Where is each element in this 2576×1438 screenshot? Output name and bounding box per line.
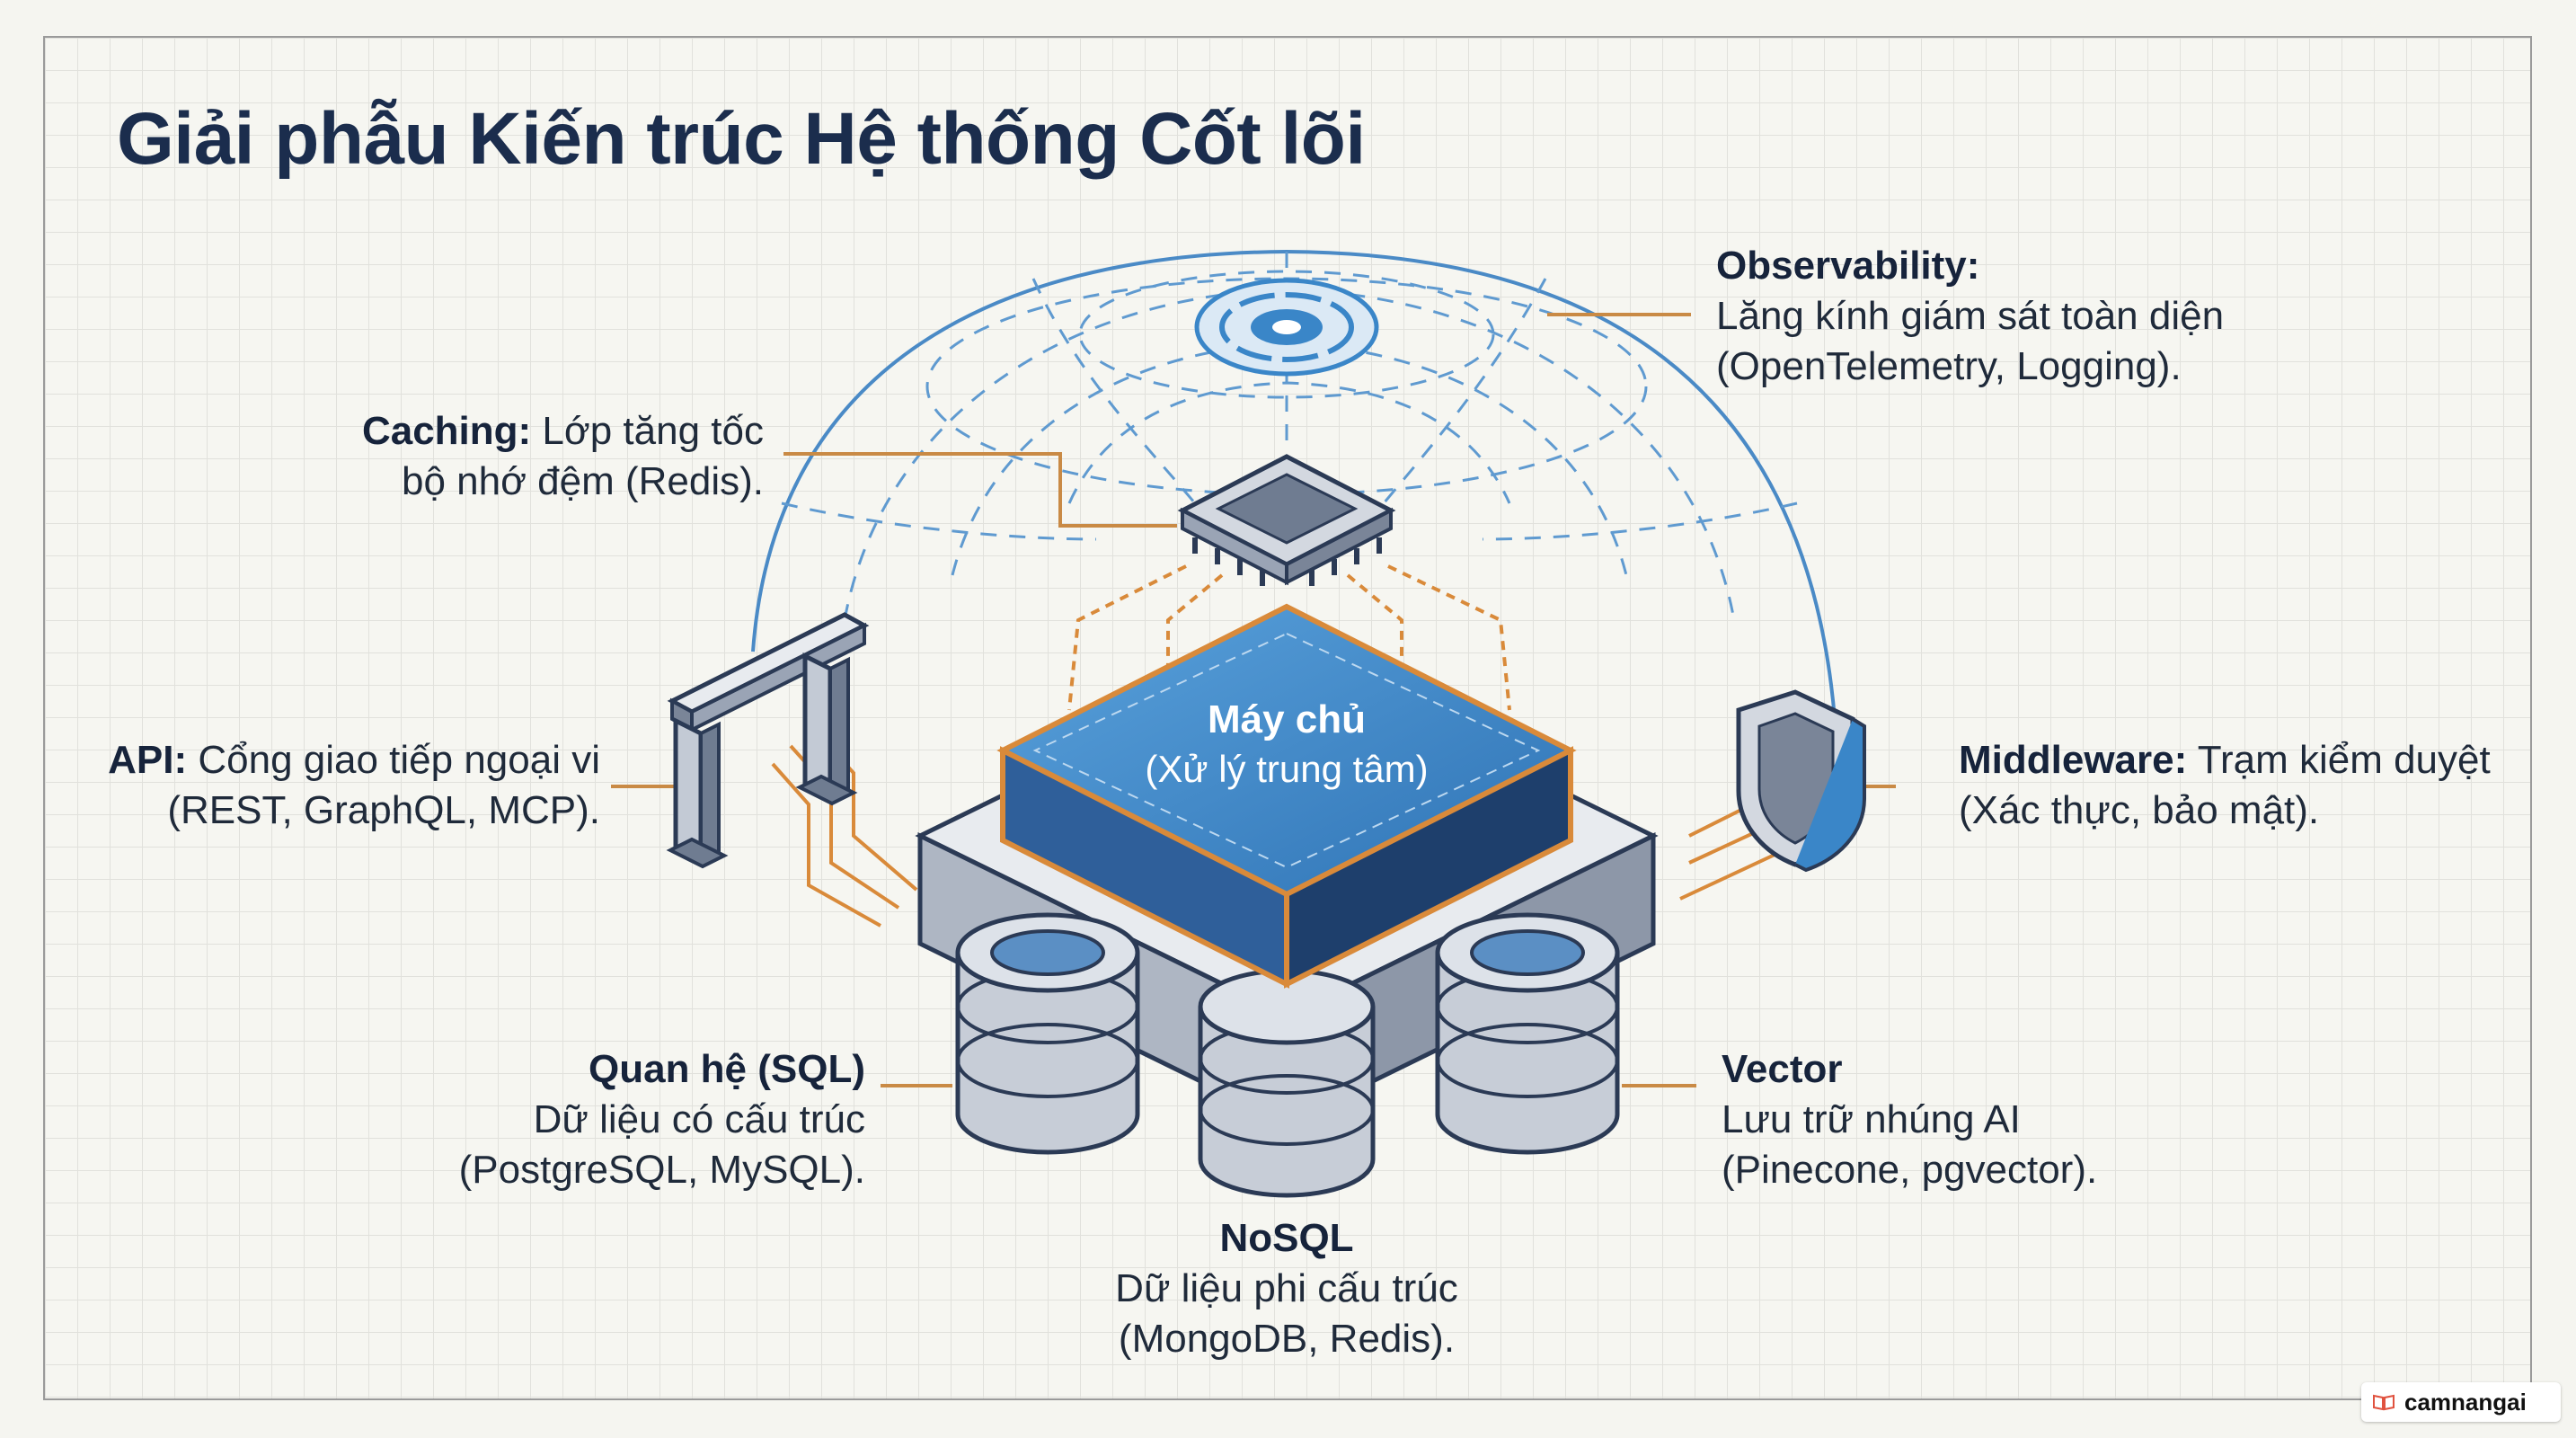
vector-label: Vector — [1722, 1047, 1843, 1091]
nosql-line1: Dữ liệu phi cấu trúc — [1115, 1266, 1458, 1310]
sql-line1: Dữ liệu có cấu trúc — [533, 1097, 865, 1141]
nosql-database-cylinder — [1198, 968, 1376, 1198]
api-line2: (REST, GraphQL, MCP). — [167, 788, 600, 832]
callout-caching: Caching: Lớp tăng tốc bộ nhớ đệm (Redis)… — [362, 406, 764, 507]
middleware-line1: Trạm kiểm duyệt — [2187, 738, 2491, 782]
caching-line1: Lớp tăng tốc — [531, 409, 764, 453]
server-subtitle: (Xử lý trung tâm) — [1145, 748, 1428, 790]
vector-line1: Lưu trữ nhúng AI — [1722, 1097, 2021, 1141]
caching-label: Caching: — [361, 409, 532, 453]
caching-line2: bộ nhớ đệm (Redis). — [401, 459, 764, 503]
middleware-label: Middleware: — [1959, 738, 2188, 782]
sql-line2: (PostgreSQL, MySQL). — [458, 1148, 865, 1192]
vector-database-cylinder — [1435, 912, 1620, 1155]
watermark-badge: camnangai — [2361, 1382, 2561, 1422]
server-title: Máy chủ — [1208, 697, 1366, 741]
api-gateway-icon — [666, 612, 870, 869]
nosql-line2: (MongoDB, Redis). — [1118, 1317, 1456, 1361]
observability-line2: (OpenTelemetry, Logging). — [1716, 344, 2182, 388]
api-label: API: — [108, 738, 188, 782]
page-title: Giải phẫu Kiến trúc Hệ thống Cốt lõi — [117, 98, 1366, 180]
observability-label: Observability: — [1716, 244, 1980, 288]
watermark-text: camnangai — [2404, 1388, 2527, 1416]
nosql-label: NoSQL — [1219, 1216, 1354, 1260]
callout-api: API: Cổng giao tiếp ngoại vi (REST, Grap… — [108, 735, 600, 836]
callout-observability: Observability: Lăng kính giám sát toàn d… — [1716, 241, 2224, 392]
cache-chip-icon — [1177, 454, 1396, 586]
callout-nosql: NoSQL Dữ liệu phi cấu trúc (MongoDB, Red… — [1062, 1213, 1511, 1364]
sql-database-cylinder — [955, 912, 1140, 1155]
callout-middleware: Middleware: Trạm kiểm duyệt (Xác thực, b… — [1959, 735, 2491, 836]
sql-label: Quan hệ (SQL) — [589, 1047, 865, 1091]
middleware-line2: (Xác thực, bảo mật). — [1959, 788, 2320, 832]
callout-vector: Vector Lưu trữ nhúng AI (Pinecone, pgvec… — [1722, 1044, 2097, 1195]
vector-line2: (Pinecone, pgvector). — [1722, 1148, 2098, 1192]
observability-lens-icon — [1194, 278, 1379, 377]
central-server-block: Máy chủ (Xử lý trung tâm) — [996, 603, 1577, 989]
api-line1: Cổng giao tiếp ngoại vi — [187, 738, 600, 782]
leader-lines — [611, 313, 1896, 1087]
observability-line1: Lăng kính giám sát toàn diện — [1716, 294, 2225, 338]
middleware-shield-icon — [1736, 689, 1866, 873]
book-icon — [2373, 1394, 2395, 1411]
circuit-traces — [1067, 564, 1511, 711]
callout-sql: Quan hệ (SQL) Dữ liệu có cấu trúc (Postg… — [459, 1044, 865, 1195]
